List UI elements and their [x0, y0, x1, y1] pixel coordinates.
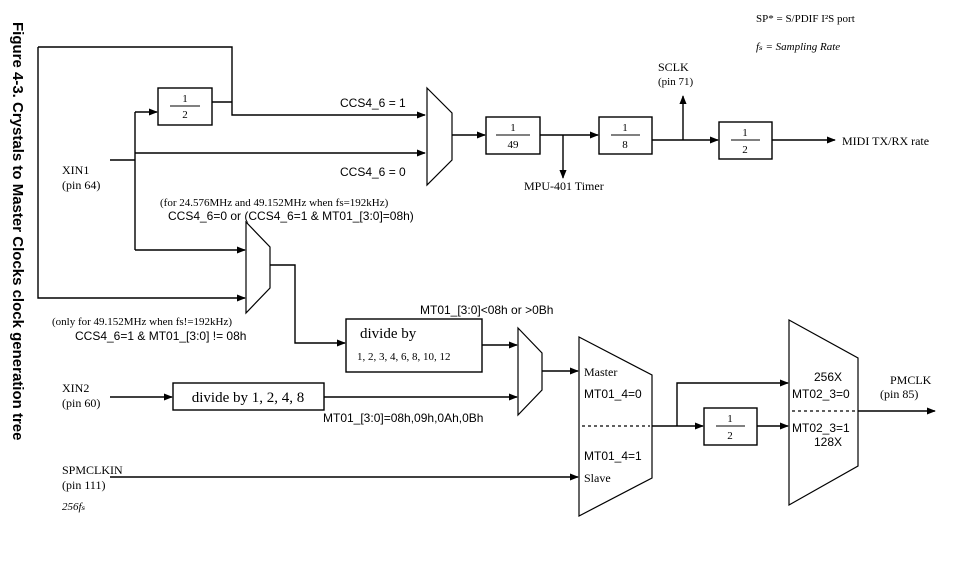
label-mt01-4-1: MT01_4=1: [584, 449, 642, 463]
svg-text:1: 1: [510, 122, 516, 134]
wire-loop-left: [37, 47, 246, 302]
label-mt02-3-0: MT02_3=0: [792, 387, 850, 401]
svg-text:divide by 1, 2, 4, 8: divide by 1, 2, 4, 8: [192, 390, 305, 406]
svg-text:1, 2, 3, 4, 6, 8, 10, 12: 1, 2, 3, 4, 6, 8, 10, 12: [357, 351, 451, 363]
divider-half-low: 1 2: [703, 407, 758, 446]
svg-text:8: 8: [622, 139, 628, 151]
mux-ccs-top: [426, 86, 453, 187]
label-mt01-eq: MT01_[3:0]=08h,09h,0Ah,0Bh: [323, 411, 483, 425]
wire-to-256x: [676, 379, 789, 426]
wire-mux2-out: [270, 264, 346, 347]
label-midi: MIDI TX/RX rate: [842, 134, 929, 148]
label-256x: 256X: [814, 370, 842, 384]
label-sclk-pin: (pin 71): [658, 76, 693, 88]
figure-caption: Figure 4-3. Crystals to Master Clocks cl…: [9, 22, 26, 440]
mux-mt01-divide: [517, 326, 543, 417]
svg-text:1: 1: [727, 413, 733, 425]
label-slave: Slave: [584, 471, 611, 485]
divider-xin2: divide by 1, 2, 4, 8: [172, 382, 325, 411]
label-sclk: SCLK: [658, 60, 689, 74]
label-cond-upper: CCS4_6=0 or (CCS4_6=1 & MT01_[3:0]=08h): [168, 209, 414, 223]
label-xin1: XIN1: [62, 163, 89, 177]
mux-master-slave: [578, 336, 653, 517]
label-xin1-pin: (pin 64): [62, 178, 100, 192]
label-128x: 128X: [814, 435, 842, 449]
label-pmclk-pin: (pin 85): [880, 387, 918, 401]
label-mt01-lt: MT01_[3:0]<08h or >0Bh: [420, 303, 553, 317]
label-cond-lower-note: (only for 49.152MHz when fs!=192kHz): [52, 316, 232, 328]
svg-text:1: 1: [622, 122, 628, 134]
label-spmclkin: SPMCLKIN: [62, 463, 123, 477]
label-master: Master: [584, 365, 617, 379]
divider-half-midi: 1 2: [718, 121, 773, 160]
label-mt02-3-1: MT02_3=1: [792, 421, 850, 435]
mux-ccs-bottom: [245, 220, 271, 315]
legend-fs-note: fₛ = Sampling Rate: [756, 41, 840, 53]
label-mt01-4-0: MT01_4=0: [584, 387, 642, 401]
svg-text:49: 49: [508, 139, 520, 151]
svg-text:2: 2: [742, 144, 748, 156]
label-ccs-eq1: CCS4_6 = 1: [340, 96, 406, 110]
label-pmclk: PMCLK: [890, 373, 932, 387]
svg-text:2: 2: [182, 109, 188, 121]
label-spmclkin-pin: (pin 111): [62, 478, 105, 492]
legend-sp-note: SP* = S/PDIF I²S port: [756, 13, 855, 25]
label-cond-lower: CCS4_6=1 & MT01_[3:0] != 08h: [75, 329, 246, 343]
label-xin2-pin: (pin 60): [62, 396, 100, 410]
svg-text:1: 1: [182, 93, 188, 105]
label-spmclkin-rate: 256fₛ: [62, 501, 86, 513]
svg-text:divide by: divide by: [360, 326, 417, 342]
label-mpu-timer: MPU-401 Timer: [524, 179, 604, 193]
label-cond-upper-note: (for 24.576MHz and 49.152MHz when fs=192…: [160, 197, 389, 209]
divider-8: 1 8: [598, 116, 653, 155]
divider-half-top: 1 2: [157, 87, 213, 126]
mux-pmclk: [788, 318, 859, 507]
divider-49: 1 49: [485, 116, 541, 155]
label-ccs-eq0: CCS4_6 = 0: [340, 165, 406, 179]
svg-text:1: 1: [742, 127, 748, 139]
label-xin2: XIN2: [62, 381, 89, 395]
divider-list: divide by 1, 2, 3, 4, 6, 8, 10, 12: [345, 318, 483, 373]
wire-loop-top: [38, 46, 426, 119]
svg-text:2: 2: [727, 430, 733, 442]
